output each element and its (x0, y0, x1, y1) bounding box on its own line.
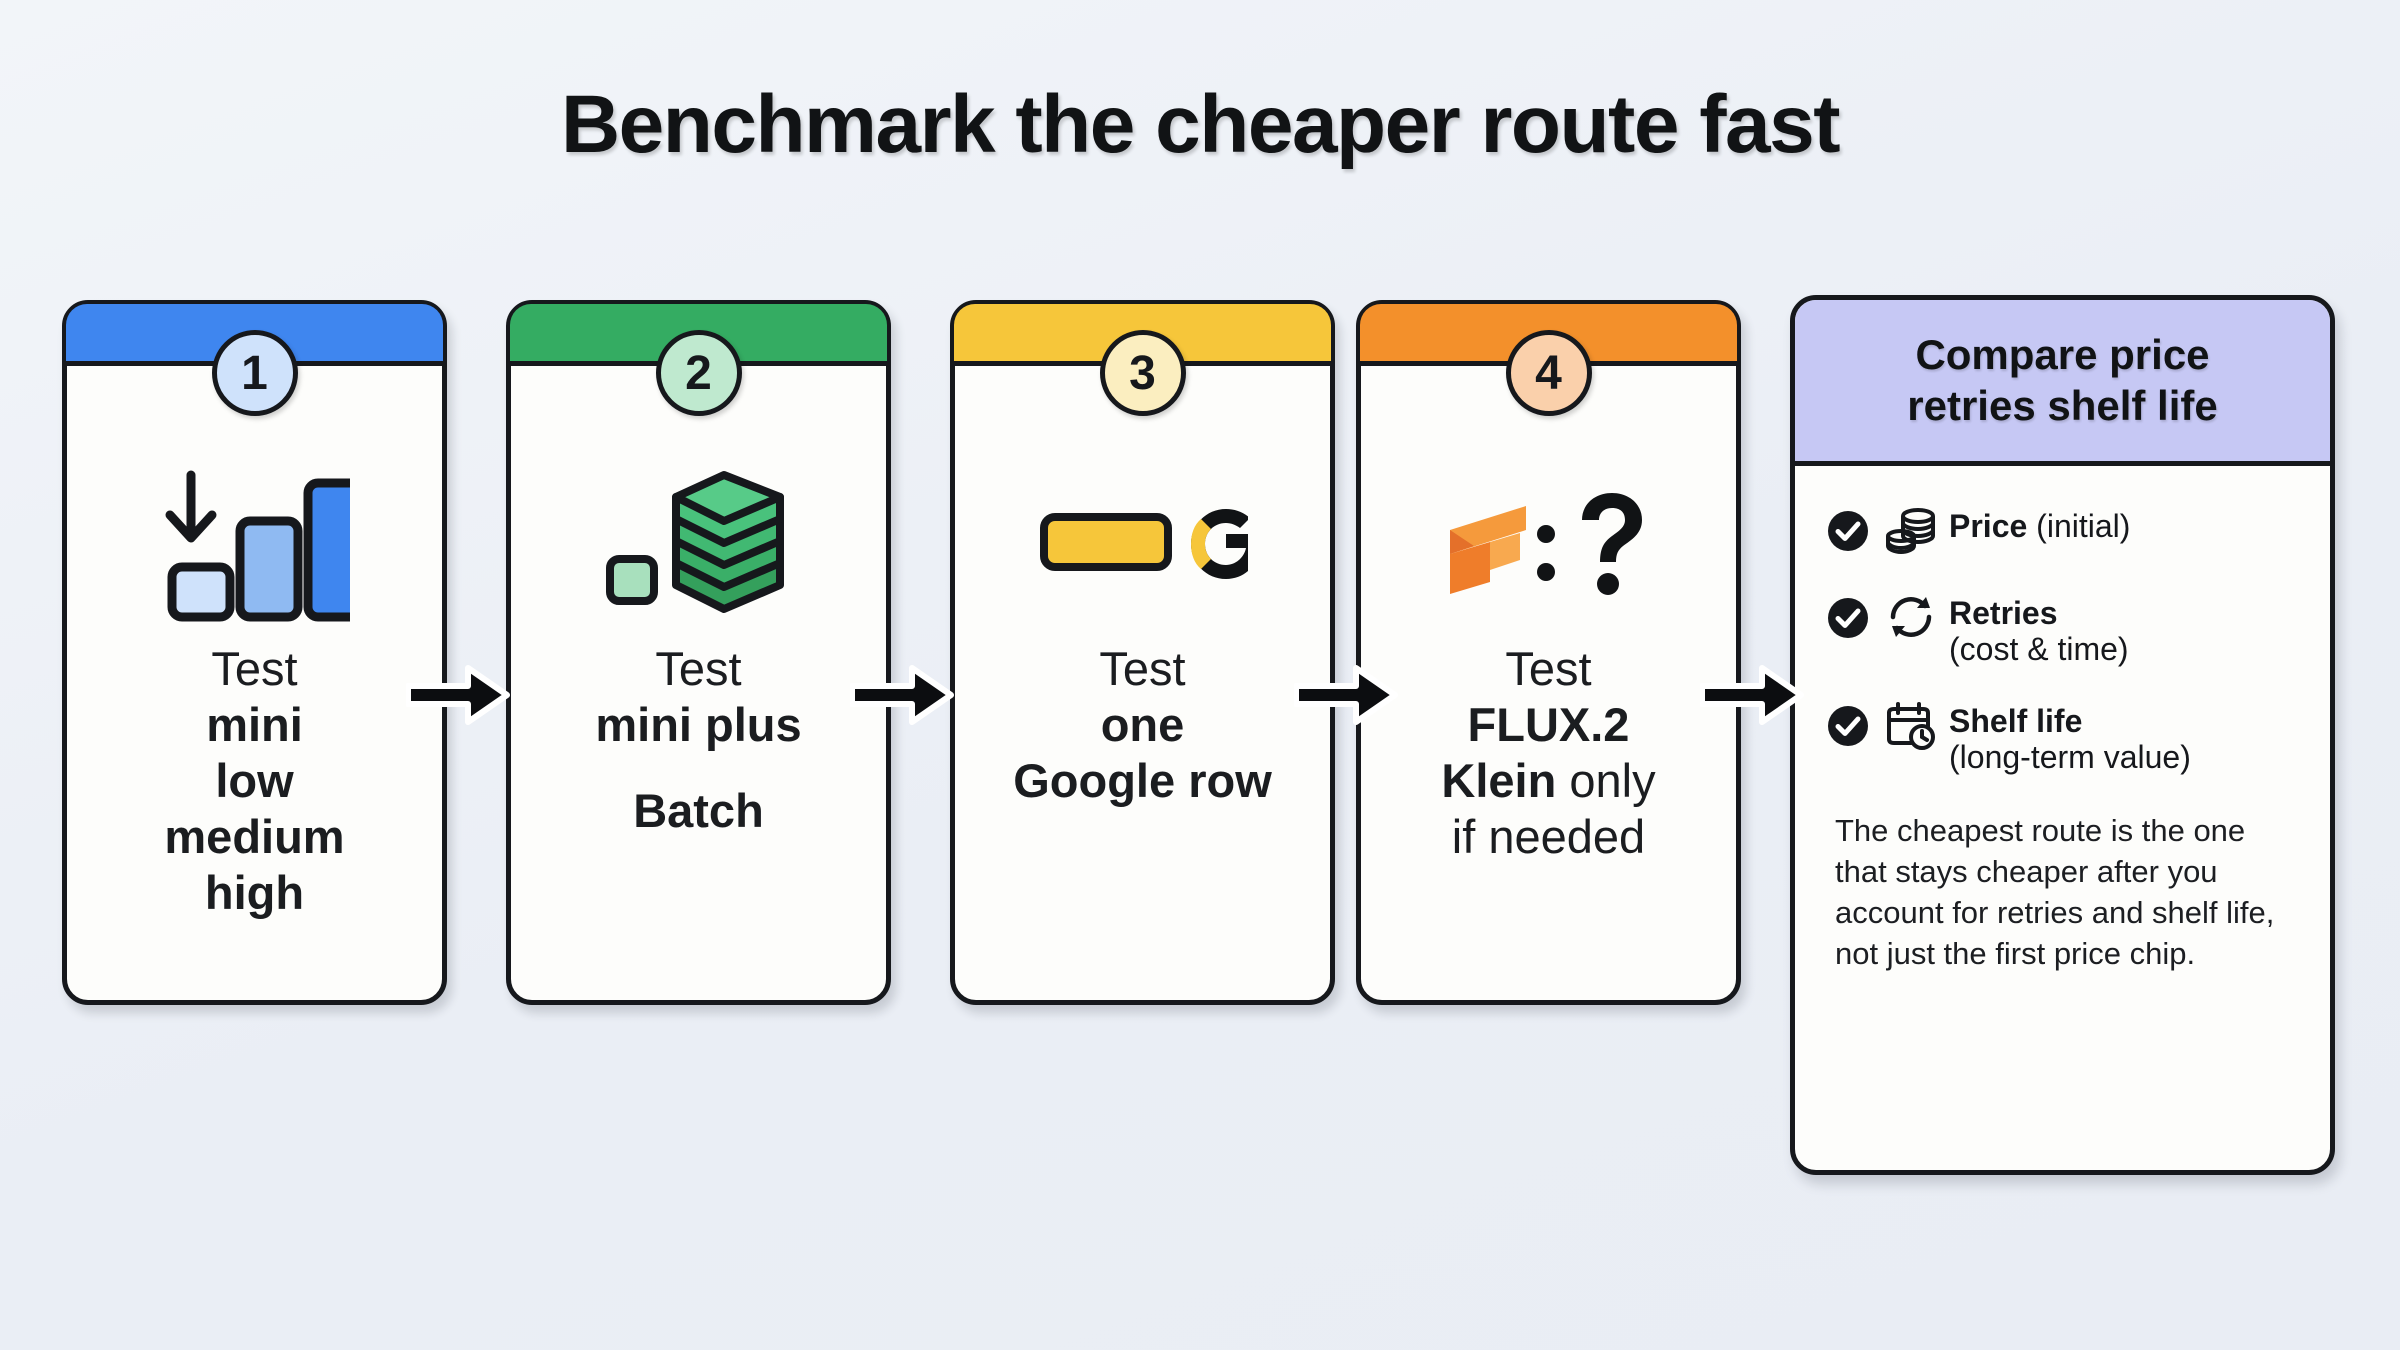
step-4-line-1: Test (1505, 642, 1592, 695)
colon-question-mark (1536, 492, 1642, 595)
checklist-item-shelf-life[interactable]: Shelf life (long-term value) (1827, 701, 2330, 775)
flux-question-icon (1361, 455, 1736, 630)
bar-chart-down-arrow-icon (67, 455, 442, 630)
stacked-layers-icon (511, 455, 886, 630)
checklist-label-shelf-life: Shelf life (long-term value) (1949, 703, 2191, 776)
arrow-step1-to-step2 (405, 662, 510, 728)
checklist-label-retries: Retries (cost & time) (1949, 595, 2129, 668)
step-card-3-text: Test one Google row (973, 645, 1312, 813)
arrow-step3-to-step4 (1293, 662, 1398, 728)
criteria-checklist: Price (initial) (1795, 466, 2330, 776)
step-card-1[interactable]: 1 Test mini low medium high (62, 300, 447, 1005)
step-4-line-3-rest: only (1569, 753, 1656, 807)
step-badge-3: 3 (1099, 330, 1186, 416)
summary-note: The cheapest route is the one that stays… (1835, 812, 2275, 972)
check-circle-icon (1827, 510, 1869, 557)
coins-stack-icon (1885, 506, 1937, 559)
step-3-line-1: Test (1099, 642, 1186, 695)
step-3-line-2: one (1100, 697, 1185, 751)
arrow-step2-to-step3 (849, 662, 954, 728)
step-4-line-2: FLUX.2 (1467, 697, 1630, 751)
step-4-line-4: if needed (1451, 809, 1646, 863)
step-card-4-text: Test FLUX.2 Klein only if needed (1379, 645, 1718, 869)
checklist-label-price: Price (initial) (1949, 508, 2131, 544)
calendar-clock-icon (1885, 701, 1937, 756)
step-4-line-3-bold: Klein (1441, 753, 1557, 807)
step-2-line-1: Test (655, 642, 742, 695)
check-circle-icon (1827, 597, 1869, 644)
flux-f-mark (1449, 505, 1526, 594)
step-card-2-text: Test mini plus Batch (529, 645, 868, 843)
step-card-1-text: Test mini low medium high (85, 645, 424, 925)
step-card-3[interactable]: 3 Test one Google row (950, 300, 1335, 1005)
summary-header-line-2: retries shelf life (1907, 381, 2218, 429)
step-1-line-4: medium (164, 809, 345, 863)
step-card-2[interactable]: 2 Test mini plus Batch (506, 300, 891, 1005)
step-badge-1: 1 (211, 330, 298, 416)
step-1-line-1: Test (211, 642, 298, 695)
step-1-line-2: mini (206, 697, 303, 751)
step-badge-2: 2 (655, 330, 742, 416)
check-circle-icon (1827, 705, 1869, 752)
step-2-line-2: mini plus (595, 697, 802, 751)
summary-header-line-1: Compare price (1915, 331, 2210, 379)
summary-panel[interactable]: Compare price retries shelf life (1790, 295, 2335, 1175)
page-title: Benchmark the cheaper route fast (560, 79, 1841, 170)
step-1-line-5: high (204, 865, 305, 919)
step-badge-4: 4 (1505, 330, 1592, 416)
checklist-item-retries[interactable]: Retries (cost & time) (1827, 593, 2330, 667)
step-1-line-3: low (215, 753, 294, 807)
google-chip-icon (955, 455, 1330, 630)
summary-panel-header: Compare price retries shelf life (1795, 300, 2330, 466)
step-3-line-3: Google row (1013, 753, 1272, 807)
checklist-item-price[interactable]: Price (initial) (1827, 506, 2330, 559)
arrow-step4-to-panel (1699, 662, 1804, 728)
step-2-line-3: Batch (633, 783, 764, 837)
step-card-4[interactable]: 4 Test FLUX.2 Klein only (1356, 300, 1741, 1005)
retry-arrows-icon (1885, 593, 1937, 646)
